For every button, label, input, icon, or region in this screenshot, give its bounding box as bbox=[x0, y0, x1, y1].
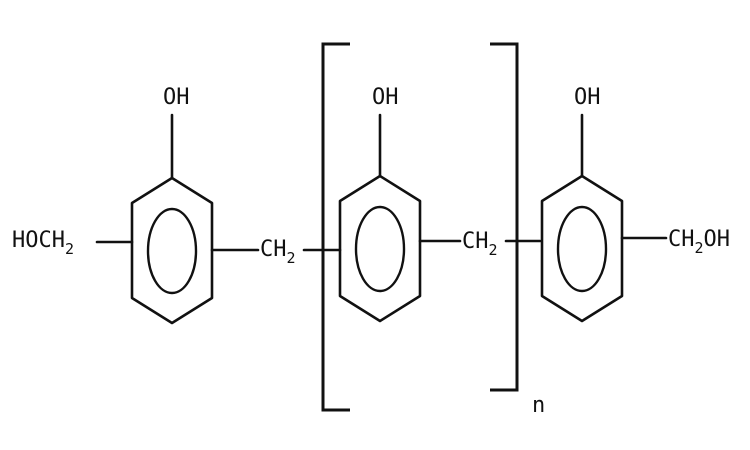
left-bracket bbox=[321, 42, 350, 412]
linker-repeat-label: CH2 bbox=[462, 229, 498, 259]
repeat-subscript-n: n bbox=[532, 393, 545, 418]
right-hydroxyl-label: OH bbox=[574, 85, 601, 110]
left-hoch2-label: HOCH2 bbox=[12, 228, 74, 258]
linker-left-label: CH2 bbox=[260, 237, 296, 267]
left-hydroxyl-label: OH bbox=[163, 85, 190, 110]
right-ch2oh-label: CH2OH bbox=[668, 227, 730, 257]
left-benzene-ring bbox=[130, 176, 214, 325]
right-benzene-ring bbox=[540, 174, 624, 323]
middle-hydroxyl-label: OH bbox=[372, 85, 399, 110]
right-bracket bbox=[490, 42, 519, 392]
middle-benzene-ring bbox=[338, 174, 422, 323]
